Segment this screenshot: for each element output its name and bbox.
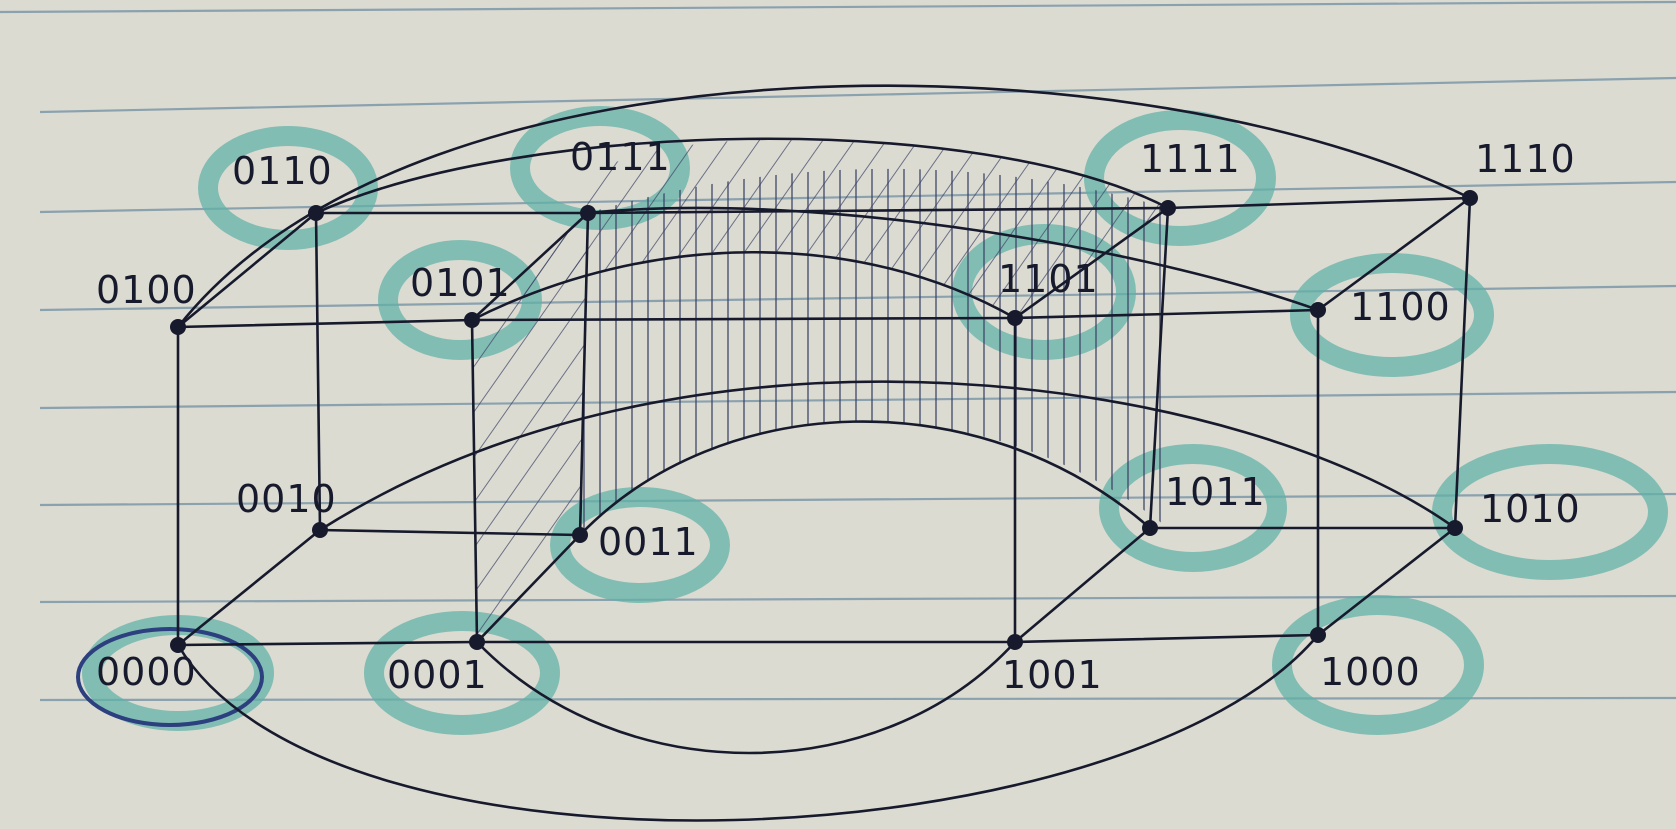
- vertex-label-1001: 1001: [1002, 653, 1103, 697]
- edge-1000-1010: [1316, 526, 1457, 637]
- ruled-line: [0, 0, 1676, 14]
- vertex-label-0111: 0111: [570, 135, 671, 179]
- curve-0111-1100: [587, 206, 1319, 312]
- vertex-label-0110: 0110: [232, 149, 333, 193]
- highlight-ring-1011: [1099, 444, 1287, 572]
- edge-1010-1110: [1453, 196, 1472, 530]
- edge-0011-0111: [578, 211, 590, 537]
- curve-0110-1111: [315, 137, 1169, 215]
- edge-0100-0110: [176, 211, 318, 329]
- highlight-ring-1010: [1432, 444, 1668, 580]
- ruled-line: [39, 76, 1676, 114]
- vertex-label-1101: 1101: [998, 257, 1099, 301]
- vertex-1001: [1007, 634, 1023, 650]
- vertex-label-1010: 1010: [1480, 487, 1581, 531]
- edge-0001-0011: [475, 533, 582, 644]
- edge-1101-1111: [1013, 206, 1170, 320]
- vertex-0110: [308, 205, 324, 221]
- vertex-label-0101: 0101: [410, 261, 511, 305]
- curve-0001-1001: [476, 641, 1016, 755]
- vertex-1100: [1310, 302, 1326, 318]
- straight-edges: [176, 196, 1472, 647]
- edge-0010-0011: [318, 528, 582, 537]
- vertex-dots: [170, 190, 1478, 653]
- vertex-label-0010: 0010: [236, 477, 337, 521]
- highlight-ring-0110: [198, 126, 378, 250]
- vertex-1110: [1462, 190, 1478, 206]
- edge-0111-1111: [586, 206, 1170, 215]
- edge-0010-0110: [314, 211, 322, 532]
- edge-1100-1101: [1013, 308, 1320, 320]
- curve-0011-1011: [579, 420, 1151, 536]
- vertex-label-1111: 1111: [1140, 137, 1241, 181]
- vertex-label-1011: 1011: [1165, 470, 1266, 514]
- edge-1100-1110: [1316, 196, 1472, 312]
- vertex-label-0100: 0100: [96, 268, 197, 312]
- vertex-0011: [572, 527, 588, 543]
- ruled-line: [39, 696, 1676, 702]
- vertex-1101: [1007, 310, 1023, 326]
- vertex-0100: [170, 319, 186, 335]
- ink-circle-0000: [76, 627, 264, 727]
- edge-0000-0010: [176, 528, 322, 647]
- vertex-label-1100: 1100: [1350, 285, 1451, 329]
- edge-1001-1011: [1013, 526, 1152, 644]
- highlight-ring-1000: [1272, 595, 1484, 735]
- ruled-line: [39, 594, 1676, 604]
- highlight-ring-1100: [1290, 253, 1494, 377]
- edge-1011-1111: [1148, 206, 1170, 530]
- vertex-1011: [1142, 520, 1158, 536]
- vertex-0010: [312, 522, 328, 538]
- vertex-0111: [580, 205, 596, 221]
- edge-1000-1001: [1013, 633, 1320, 644]
- hatched-wall: [580, 168, 1168, 535]
- vertex-label-1000: 1000: [1320, 650, 1421, 694]
- vertex-0101: [464, 312, 480, 328]
- edge-1110-1111: [1166, 196, 1472, 210]
- vertex-label-1110: 1110: [1475, 137, 1576, 181]
- vertex-labels: 0000 0001 0010 0011 0100 0101 0110 0111 1000 1001…: [96, 135, 1581, 697]
- curve-0101-1101: [471, 251, 1016, 322]
- vertex-1010: [1447, 520, 1463, 536]
- vertex-0001: [469, 634, 485, 650]
- edge-0000-0001: [176, 640, 479, 647]
- edge-0101-1101: [470, 316, 1017, 322]
- highlight-ring-0001: [364, 611, 560, 735]
- vertex-1000: [1310, 627, 1326, 643]
- edge-0101-0111: [470, 211, 590, 322]
- vertex-label-0001: 0001: [387, 653, 488, 697]
- vertex-label-0000: 0000: [96, 650, 197, 694]
- vertex-1111: [1160, 200, 1176, 216]
- edge-0100-0101: [176, 318, 474, 329]
- edge-0001-0101: [470, 318, 479, 644]
- curve-0000-1000: [176, 634, 1319, 822]
- vertex-label-0011: 0011: [598, 520, 699, 564]
- curve-0010-1010: [319, 380, 1456, 532]
- vertex-0000: [170, 637, 186, 653]
